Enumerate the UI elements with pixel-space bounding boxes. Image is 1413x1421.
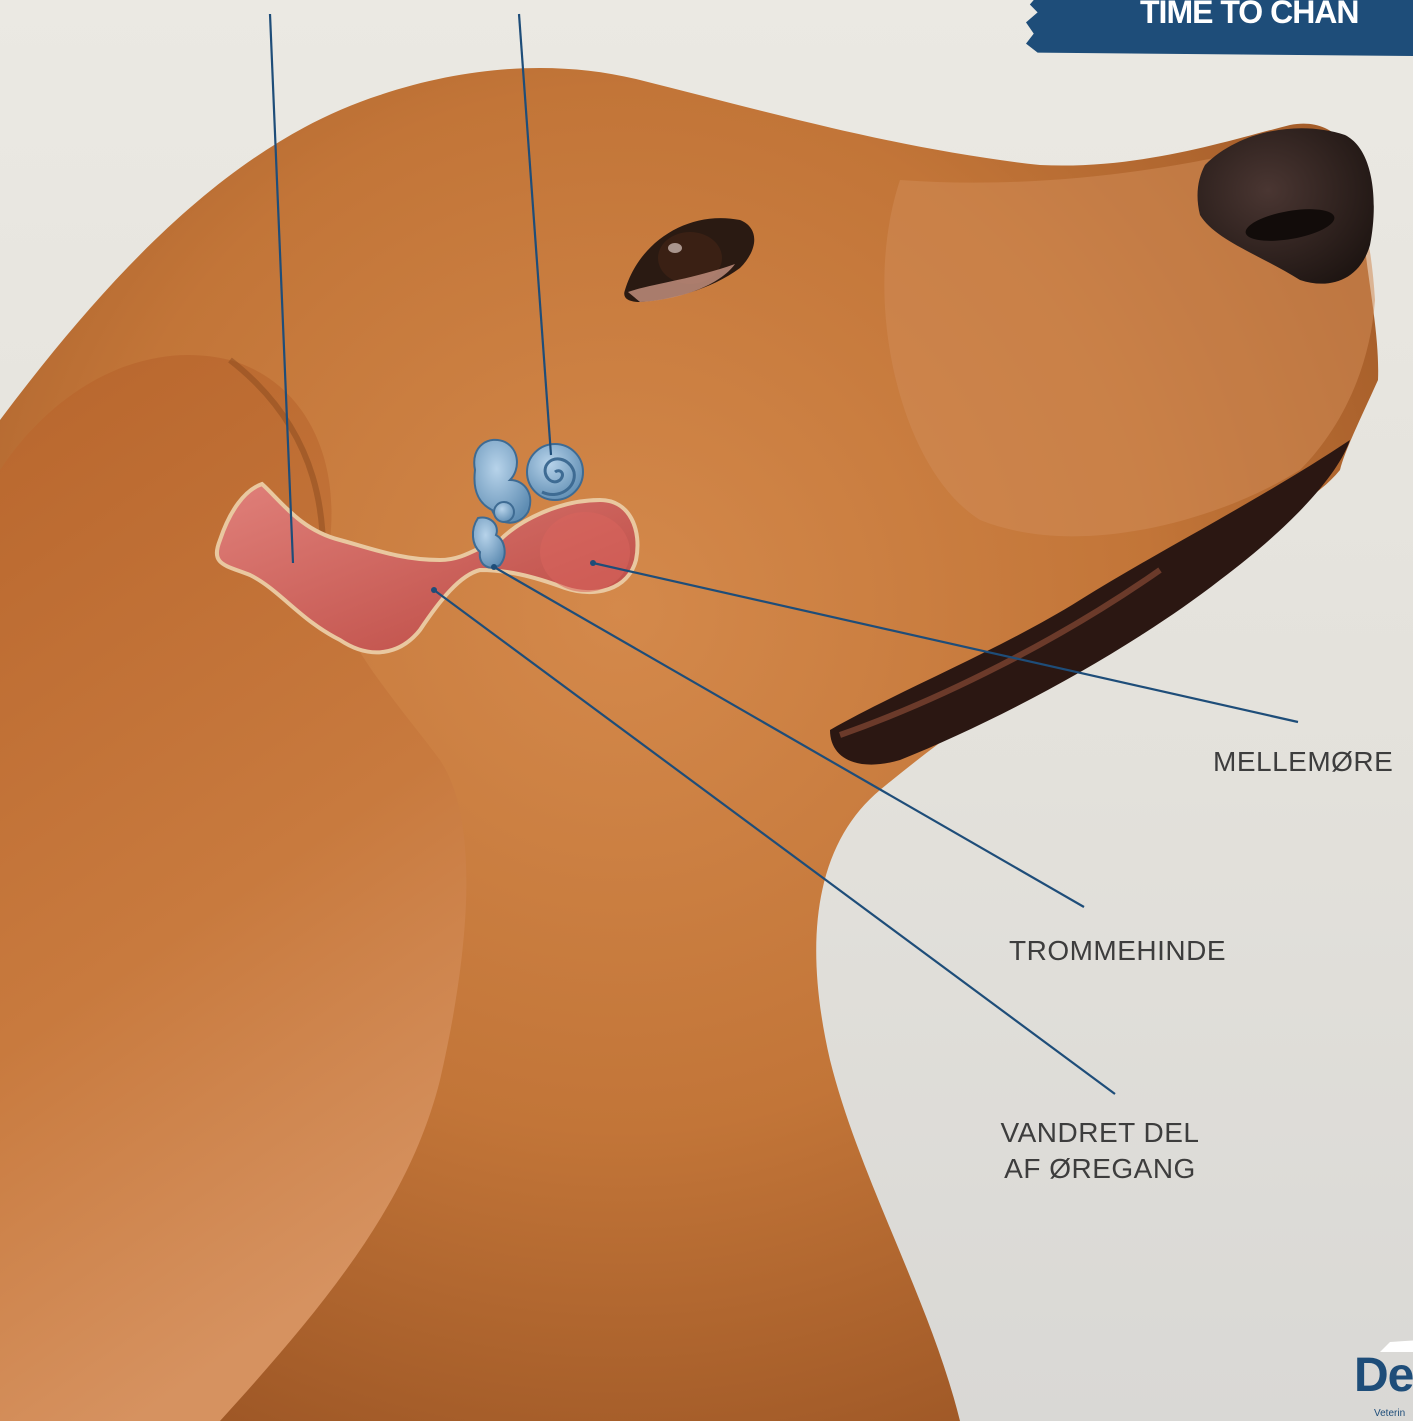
- title-banner: TIME TO CHAN: [1026, 0, 1413, 56]
- logo-subtext: Veterin: [1374, 1408, 1405, 1419]
- dog-eye-glint: [668, 243, 682, 253]
- label-eardrum: TROMMEHINDE: [1009, 933, 1226, 969]
- dog-head: [0, 68, 1378, 1421]
- brand-logo: De Veterin: [1340, 1330, 1413, 1421]
- banner-text: TIME TO CHAN: [1140, 0, 1359, 31]
- label-horizontal-canal-line1: VANDRET DEL: [960, 1115, 1240, 1151]
- label-middle-ear: MELLEMØRE: [1213, 744, 1393, 780]
- leader-dot-horizontal-canal: [431, 587, 437, 593]
- label-horizontal-canal: VANDRET DEL AF ØREGANG: [960, 1115, 1240, 1187]
- leader-dot-middle-ear: [590, 560, 596, 566]
- leader-dot-eardrum: [491, 564, 497, 570]
- middle-ear-chamber: [540, 512, 630, 592]
- ossicle-knob: [494, 502, 514, 522]
- logo-text: De: [1354, 1348, 1413, 1403]
- label-horizontal-canal-line2: AF ØREGANG: [960, 1151, 1240, 1187]
